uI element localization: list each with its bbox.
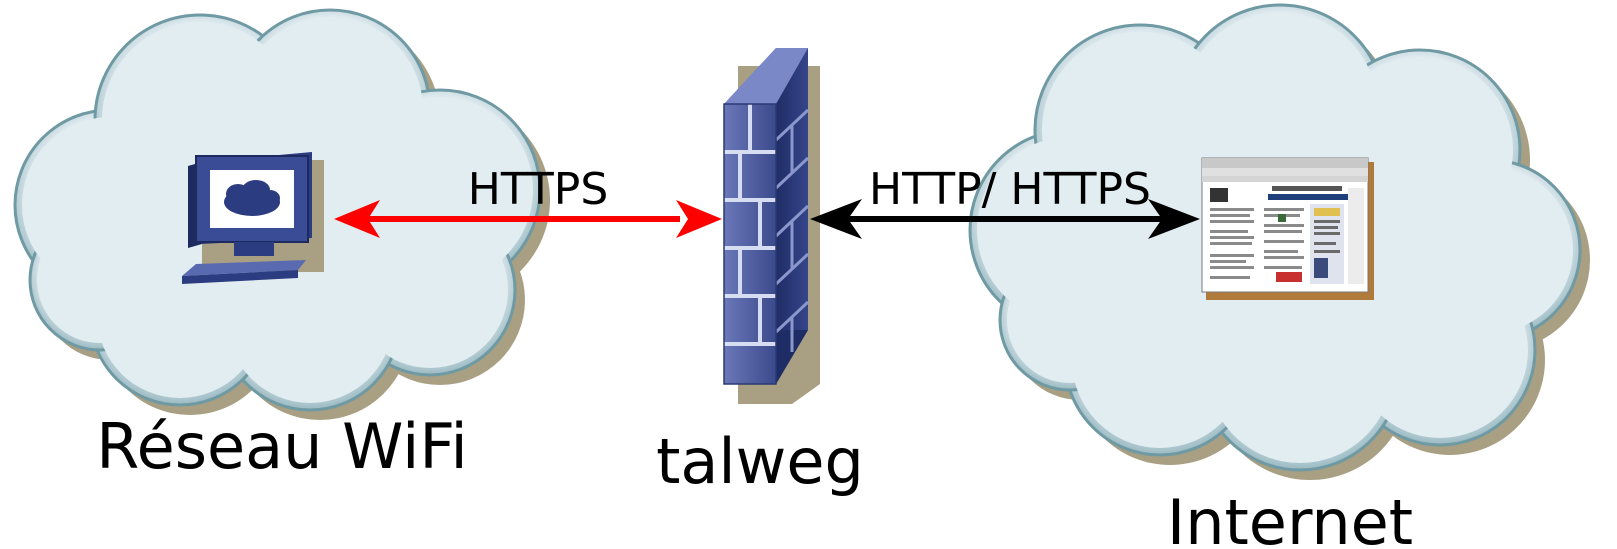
node-label-wifi: Réseau WiFi — [96, 410, 467, 483]
web-browser-icon — [1201, 157, 1374, 300]
wifi-cloud — [13, 8, 550, 420]
node-label-internet: Internet — [1167, 486, 1413, 549]
link-label-http-https: HTTP/ HTTPS — [869, 164, 1151, 215]
link-label-https: HTTPS — [468, 164, 609, 215]
link-firewall-internet — [810, 199, 1200, 239]
firewall-icon — [723, 48, 820, 404]
workstation-icon — [182, 152, 324, 284]
node-label-firewall: talweg — [656, 425, 864, 498]
link-wifi-firewall — [334, 200, 722, 238]
